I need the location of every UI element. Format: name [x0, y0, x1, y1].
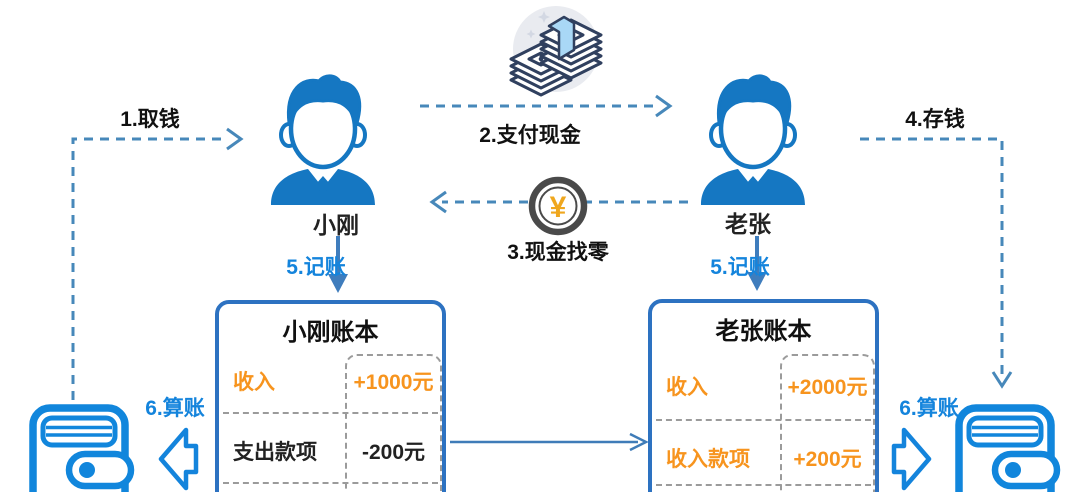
payee-wallet-icon [955, 404, 1061, 492]
sparkle-icon [526, 29, 536, 39]
payer-name-label: 小刚 [313, 212, 359, 238]
payer-ledger-title: 小刚账本 [282, 319, 379, 346]
payer-ledger: 小刚账本 收入 +1000元 支出款项 -200元 [215, 300, 446, 492]
step-record-right-label: 5.记账 [710, 256, 770, 279]
settle-right-block-arrow [891, 427, 932, 491]
step-settle-right-label: 6.算账 [899, 397, 959, 420]
record-left-arrowhead [328, 274, 348, 293]
payer-wallet-icon [29, 404, 135, 492]
pay-cash-arrowhead [655, 94, 673, 118]
ledger-row-label: 收入 [666, 376, 708, 399]
step-give-change-label: 3.现金找零 [507, 241, 609, 264]
payer-ledger-value-column [345, 354, 442, 492]
step-record-left-label: 5.记账 [286, 256, 346, 279]
ledger-row-label: 支出款项 [233, 441, 317, 464]
ledger-row-value: +1000元 [353, 371, 434, 394]
step-deposit-label: 4.存钱 [905, 108, 965, 131]
ledger-row-label: 收入款项 [666, 448, 750, 471]
ledger-divider [223, 482, 438, 484]
ledger-divider [656, 484, 871, 486]
cash-bundle-icon [509, 6, 603, 97]
settle-left-block-arrow [158, 427, 199, 491]
ledger-divider [656, 419, 871, 421]
withdraw-arrow-line [71, 137, 226, 400]
step-withdraw-label: 1.取钱 [120, 108, 180, 131]
cash-ribbon [547, 15, 576, 61]
payee-ledger-value-column [780, 354, 875, 492]
payee-person-icon [701, 74, 805, 205]
ledger-divider [223, 412, 438, 414]
deposit-arrowhead [991, 371, 1013, 389]
ledger-row-label: 收入 [233, 371, 275, 394]
sparkle-icon [538, 11, 550, 23]
coin-icon: ¥ [528, 176, 588, 236]
withdraw-arrowhead [226, 127, 244, 151]
ledger-link-arrowhead [629, 432, 649, 452]
payee-ledger: 老张账本 收入 +2000元 收入款项 +200元 [648, 299, 879, 492]
deposit-arrow-line [860, 137, 1004, 378]
payee-name-label: 老张 [725, 211, 771, 237]
record-right-arrowhead [747, 272, 767, 291]
ledger-row-value: -200元 [361, 441, 426, 464]
yuan-symbol: ¥ [550, 191, 567, 224]
step-pay-cash-label: 2.支付现金 [479, 124, 581, 147]
ledger-row-value: +2000元 [787, 376, 868, 399]
payer-person-icon [271, 74, 375, 205]
give-change-arrowhead [429, 190, 447, 214]
payee-ledger-title: 老张账本 [715, 318, 812, 345]
ledger-row-value: +200元 [793, 448, 862, 471]
step-settle-left-label: 6.算账 [145, 397, 205, 420]
